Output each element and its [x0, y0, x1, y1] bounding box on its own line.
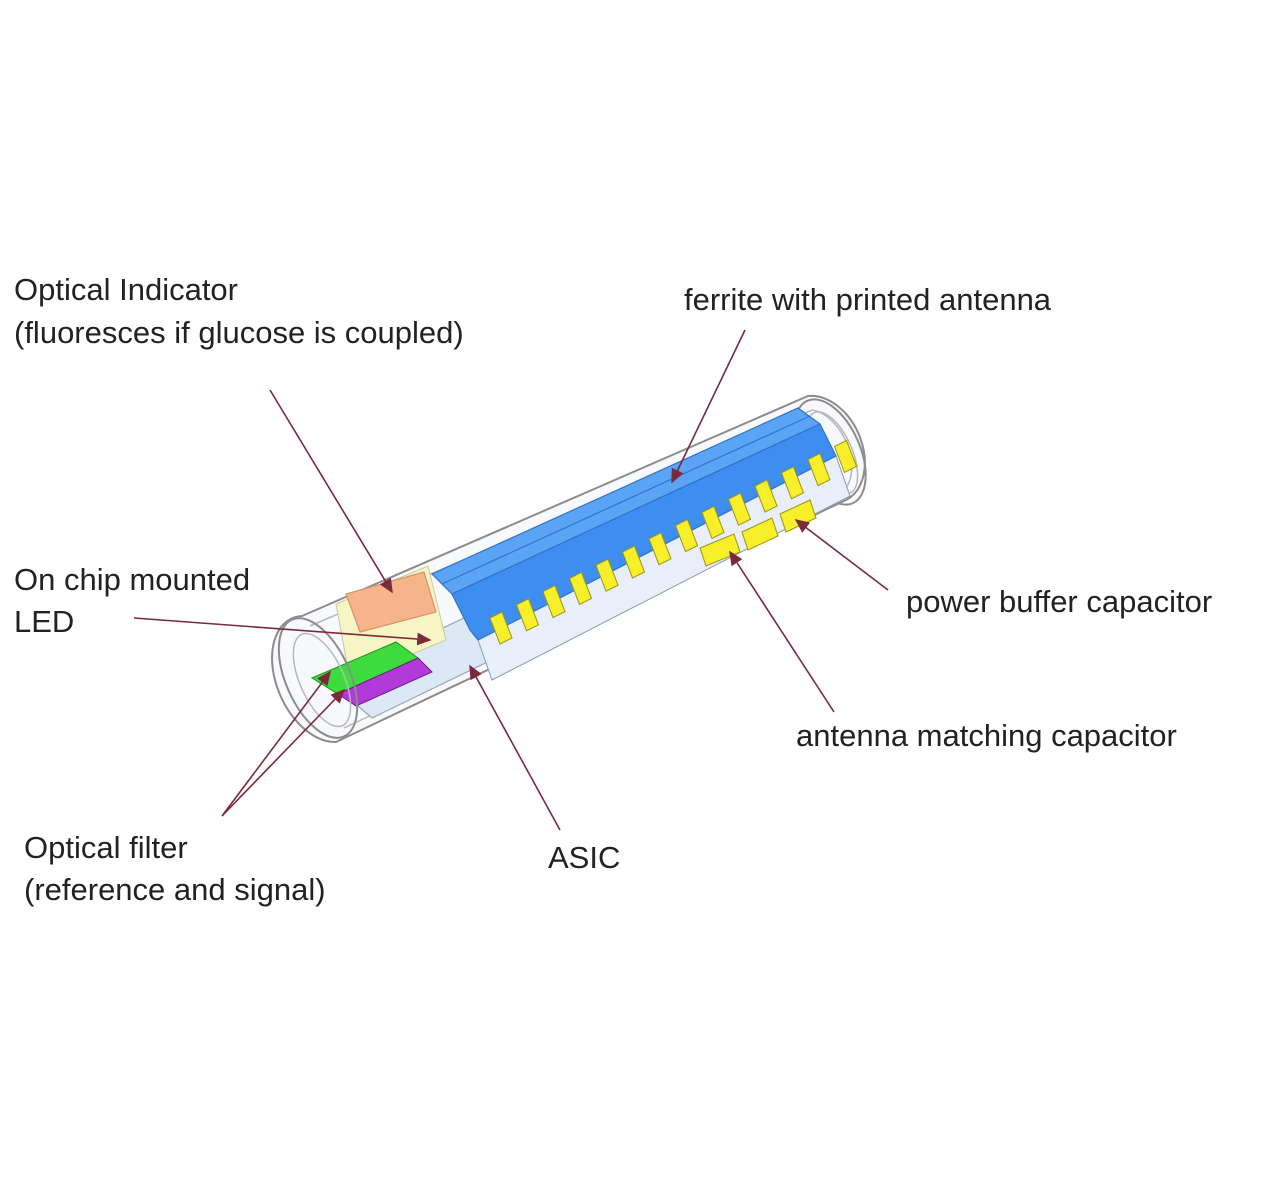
antenna-matching-capacitor-label: antenna matching capacitor: [796, 718, 1177, 753]
leader-power-buffer: [796, 520, 888, 590]
leader-optical-filter-b: [222, 672, 330, 816]
sensor-capsule: [263, 389, 880, 750]
power-buffer-capacitor-label: power buffer capacitor: [906, 584, 1212, 619]
optical-filter-sublabel: (reference and signal): [24, 872, 326, 907]
ferrite-label: ferrite with printed antenna: [684, 282, 1052, 317]
leader-antenna-matching: [730, 552, 834, 712]
led-sublabel: LED: [14, 604, 74, 639]
optical-indicator-sublabel: (fluoresces if glucose is coupled): [14, 315, 464, 350]
asic-label: ASIC: [548, 840, 620, 875]
optical-filter-label: Optical filter: [24, 830, 188, 865]
leader-asic: [470, 666, 560, 830]
leader-optical-indicator: [270, 390, 392, 592]
leader-optical-filter-a: [222, 690, 344, 816]
optical-indicator-label: Optical Indicator: [14, 272, 238, 307]
led-label: On chip mounted: [14, 562, 250, 597]
